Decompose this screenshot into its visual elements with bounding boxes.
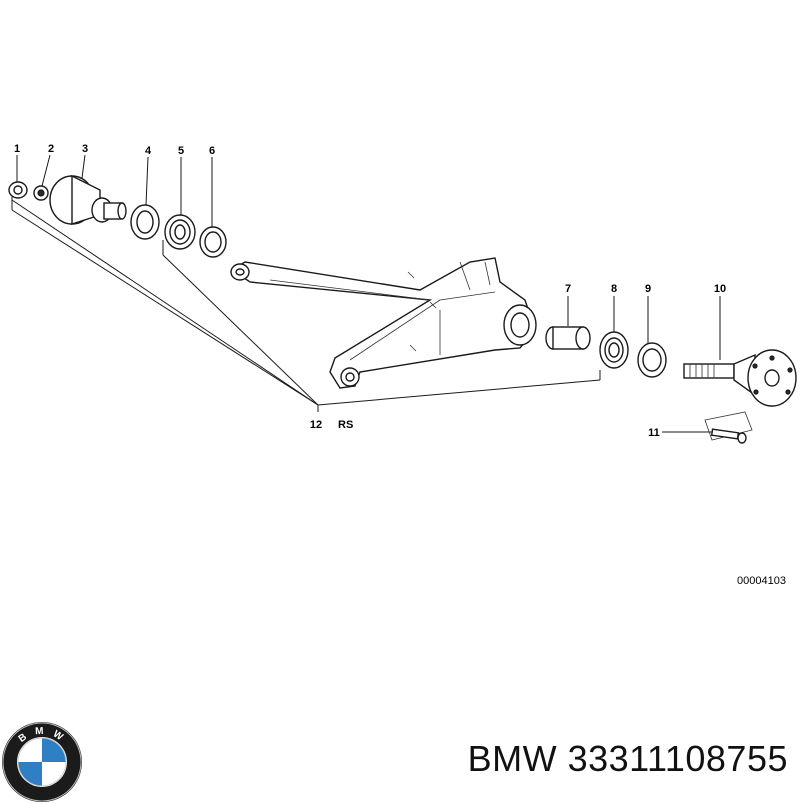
callout-7: 7 [565, 283, 571, 295]
bmw-logo: B M W [2, 722, 82, 802]
part-4-seal [130, 204, 160, 240]
group-12-leaders [11, 195, 601, 412]
callout-10: 10 [714, 283, 726, 295]
brand-row: B M W BMW 33311108755 [0, 700, 800, 802]
part-number: 33311108755 [567, 738, 788, 779]
callout-labels: 1 2 3 4 5 6 7 8 9 10 11 12 RS 00004103 [14, 143, 786, 587]
callout-4: 4 [145, 145, 152, 157]
brand-name: BMW [467, 738, 558, 779]
side-label: RS [338, 419, 353, 431]
callout-12: 12 [310, 419, 322, 431]
callout-6: 6 [209, 145, 215, 157]
callout-leaders [16, 154, 721, 433]
part-9-seal [637, 342, 667, 378]
callout-2: 2 [48, 143, 54, 155]
callout-5: 5 [178, 145, 184, 157]
trailing-arm [230, 257, 537, 389]
part-3-flange [49, 174, 127, 225]
callout-1: 1 [14, 143, 20, 155]
part-10-shaft-flange [683, 349, 797, 407]
part-5-bearing [164, 214, 196, 250]
callout-11: 11 [648, 427, 660, 439]
callout-9: 9 [645, 283, 651, 295]
part-1-ring [8, 181, 28, 199]
part-7-sleeve [545, 326, 591, 350]
brand-caption: BMW 33311108755 [468, 738, 788, 780]
callout-8: 8 [611, 283, 617, 295]
part-8-bearing [599, 331, 629, 369]
reference-code: 00004103 [737, 575, 786, 587]
part-11-bolt [704, 411, 753, 444]
part-6-ring [199, 226, 227, 258]
part-2-nut [33, 185, 49, 201]
callout-3: 3 [82, 143, 88, 155]
